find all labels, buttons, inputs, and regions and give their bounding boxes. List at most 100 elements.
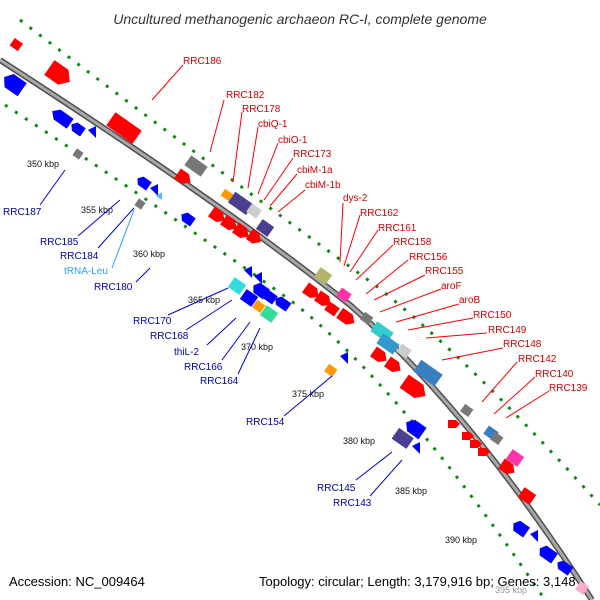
gene-label-forward[interactable]: RRC182 xyxy=(226,90,265,101)
gene-label-reverse[interactable]: RRC145 xyxy=(317,483,356,494)
gene-label-forward[interactable]: RRC155 xyxy=(425,266,464,277)
gene-feature-reverse xyxy=(259,305,279,323)
gene-feature-forward xyxy=(490,431,504,445)
scale-label: 375 kbp xyxy=(292,389,324,399)
gene-feature-forward xyxy=(376,333,400,355)
scale-label: 370 kbp xyxy=(241,342,273,352)
gene-label-reverse[interactable]: RRC168 xyxy=(150,331,189,342)
gene-label-forward[interactable]: RRC150 xyxy=(473,310,512,321)
trna-label-leader xyxy=(111,209,135,269)
gene-label-reverse[interactable]: RRC170 xyxy=(133,316,172,327)
scale-label: 395 kbp xyxy=(495,585,527,595)
scale-label: 350 kbp xyxy=(27,159,59,169)
gene-feature-forward xyxy=(517,487,537,505)
inner-dot-track xyxy=(4,103,547,600)
gene-label-reverse[interactable]: RRC143 xyxy=(333,498,372,509)
gene-feature-forward xyxy=(478,448,490,456)
gene-feature-reverse xyxy=(181,212,196,227)
gene-feature-forward xyxy=(399,374,426,398)
gene-feature-reverse xyxy=(137,176,152,191)
trna-feature xyxy=(156,192,162,200)
gene-feature-forward xyxy=(44,60,70,85)
gene-label-forward[interactable]: RRC148 xyxy=(503,339,542,350)
gene-label-forward[interactable]: cbiM-1b xyxy=(305,180,341,191)
gene-feature-forward xyxy=(302,282,319,299)
gene-feature-forward xyxy=(314,290,331,307)
gene-feature-reverse xyxy=(72,148,84,160)
gene-feature-reverse xyxy=(275,296,292,312)
gene-label-forward[interactable]: RRC149 xyxy=(488,325,527,336)
gene-feature-reverse xyxy=(4,74,27,97)
gene-feature-reverse xyxy=(227,277,247,295)
gene-feature-reverse xyxy=(391,427,414,449)
gene-feature-reverse xyxy=(324,363,338,377)
gene-label-reverse[interactable]: RRC185 xyxy=(40,237,79,248)
gene-label-forward[interactable]: RRC162 xyxy=(360,208,399,219)
gene-feature-forward xyxy=(360,311,374,325)
gene-label-forward[interactable]: RRC140 xyxy=(535,369,574,380)
gene-label-reverse[interactable]: RRC154 xyxy=(246,417,285,428)
gene-feature-reverse xyxy=(513,520,530,538)
gene-feature-forward xyxy=(396,343,412,359)
gene-label-forward[interactable]: RRC139 xyxy=(549,383,588,394)
gene-label-forward[interactable]: dys-2 xyxy=(343,193,368,204)
gene-label-forward[interactable]: RRC161 xyxy=(378,223,417,234)
gene-label-reverse[interactable]: RRC166 xyxy=(184,362,223,373)
gene-label-reverse[interactable]: RRC184 xyxy=(60,251,99,262)
gene-feature-forward xyxy=(324,301,340,317)
gene-label-forward[interactable]: aroF xyxy=(441,281,462,292)
reverse-gene-labels: RRC187 RRC185 RRC184 tRNA-Leu RRC180 RRC… xyxy=(3,207,372,509)
gene-feature-forward xyxy=(505,449,525,467)
gene-label-trna[interactable]: tRNA-Leu xyxy=(64,266,108,277)
scale-label: 360 kbp xyxy=(133,249,165,259)
gene-label-forward[interactable]: RRC142 xyxy=(518,354,557,365)
outer-dot-track xyxy=(19,18,600,507)
gene-feature-reverse xyxy=(530,530,538,542)
gene-label-reverse[interactable]: RRC187 xyxy=(3,207,42,218)
reverse-label-leaders xyxy=(39,169,403,497)
reverse-strand-features xyxy=(4,74,574,576)
gene-feature-forward xyxy=(384,356,401,373)
gene-feature-forward xyxy=(227,191,254,216)
scale-label: 355 kbp xyxy=(81,205,113,215)
gene-feature-forward xyxy=(313,267,333,285)
gene-feature-forward xyxy=(498,458,515,475)
scale-labels: 350 kbp 355 kbp 360 kbp 365 kbp 370 kbp … xyxy=(27,159,527,595)
gene-label-forward[interactable]: cbiQ-1 xyxy=(258,119,288,130)
gene-feature-forward xyxy=(9,38,23,52)
gene-feature-forward xyxy=(245,229,261,244)
gene-feature-forward xyxy=(460,403,474,417)
gene-label-forward[interactable]: cbiO-1 xyxy=(278,135,308,146)
gene-feature-reverse xyxy=(263,290,278,305)
gene-label-forward[interactable]: RRC178 xyxy=(242,104,281,115)
gene-feature-reverse xyxy=(254,272,262,284)
gene-feature-reverse xyxy=(244,266,252,278)
gene-label-forward[interactable]: RRC173 xyxy=(293,149,332,160)
accession-text: Accession: NC_009464 xyxy=(9,574,145,589)
gene-feature-reverse xyxy=(539,545,558,564)
gene-label-forward[interactable]: cbiM-1a xyxy=(297,165,333,176)
gene-feature-forward xyxy=(106,112,142,144)
gene-feature-forward xyxy=(370,346,387,363)
gene-label-forward[interactable]: RRC156 xyxy=(409,252,448,263)
gene-label-reverse[interactable]: RRC180 xyxy=(94,282,133,293)
gene-label-forward[interactable]: RRC158 xyxy=(393,237,432,248)
gene-feature-reverse xyxy=(134,198,146,210)
gene-feature-forward xyxy=(448,420,460,428)
gene-label-forward[interactable]: RRC186 xyxy=(183,56,222,67)
gene-feature-forward xyxy=(336,307,355,325)
gene-feature-forward xyxy=(220,214,237,231)
gene-feature-forward xyxy=(246,203,262,219)
gene-feature-forward xyxy=(220,188,234,202)
gene-feature-forward xyxy=(462,432,474,440)
scale-label: 390 kbp xyxy=(445,535,477,545)
gene-feature-forward xyxy=(232,222,249,239)
gene-feature-reverse xyxy=(406,419,427,440)
gene-label-reverse[interactable]: thiL-2 xyxy=(174,347,199,358)
gene-feature-forward xyxy=(413,359,443,387)
gene-label-reverse[interactable]: RRC164 xyxy=(200,376,239,387)
gene-label-forward[interactable]: aroB xyxy=(459,295,480,306)
gene-feature-reverse xyxy=(71,122,86,137)
